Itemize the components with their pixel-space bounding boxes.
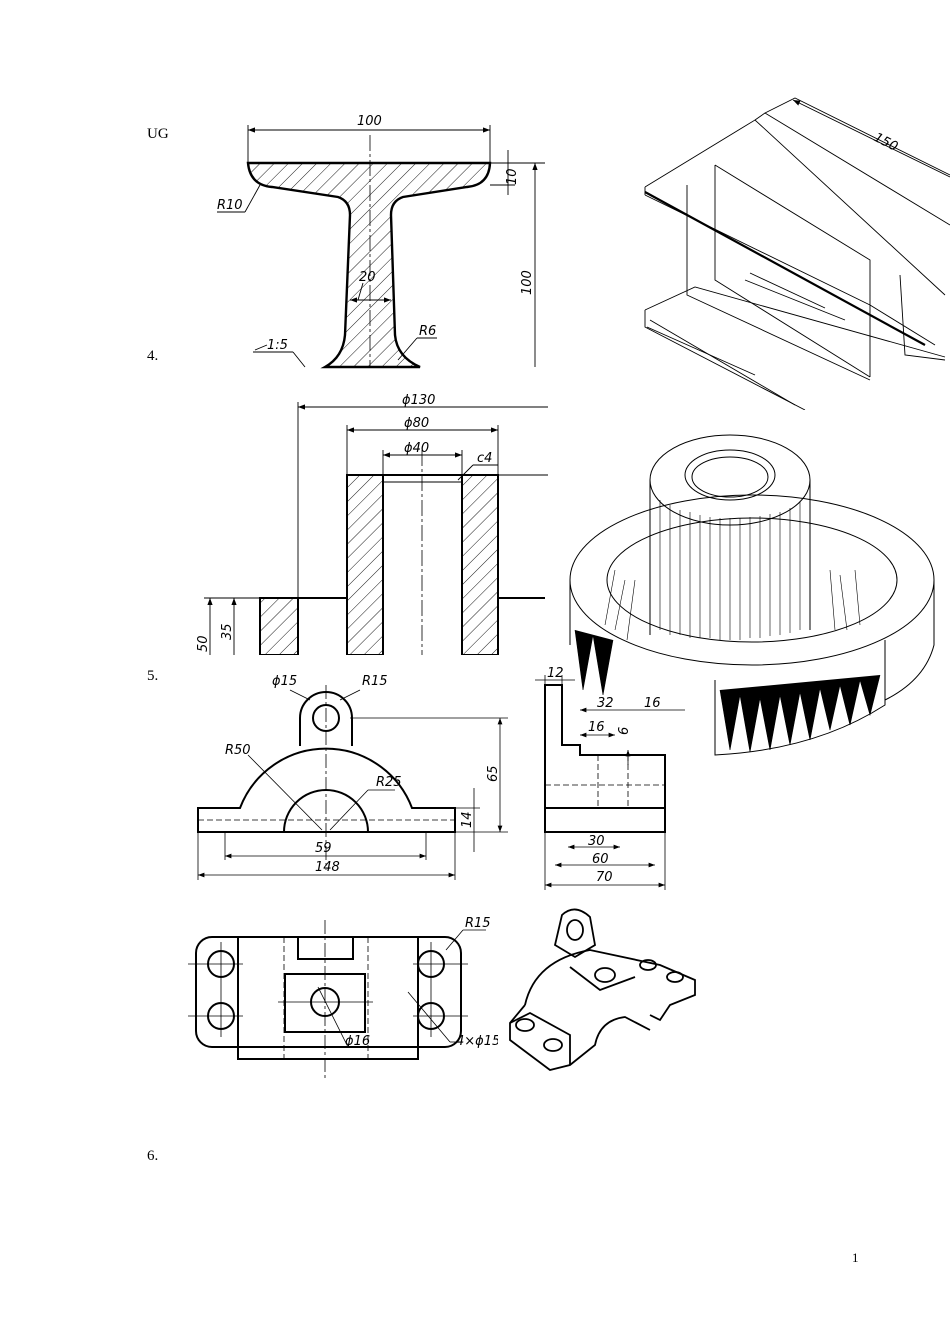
dim-inner: ϕ40 <box>404 441 429 456</box>
plan-radius-label: R15 <box>465 916 491 931</box>
dim-height: 100 <box>520 270 535 295</box>
dim-height-65: 65 <box>486 765 501 782</box>
arch-inner-label: R25 <box>376 775 402 790</box>
dim-overall: 148 <box>315 860 340 875</box>
arch-outer-label: R50 <box>225 743 251 758</box>
side-dim-16a: 16 <box>644 696 661 711</box>
bracket-side-view: 12 32 16 16 6 30 60 70 <box>535 666 685 890</box>
plan-hole-label: ϕ16 <box>345 1034 370 1049</box>
top-hole-label: ϕ15 <box>272 674 297 689</box>
side-dim-6: 6 <box>617 727 632 735</box>
side-dim-30: 30 <box>588 834 605 849</box>
page-number: 1 <box>852 1250 859 1265</box>
side-dim-70: 70 <box>596 870 613 885</box>
tube-section-drawing: ϕ130 ϕ80 ϕ40 c4 50 35 <box>196 393 548 655</box>
dim-h1: 50 <box>196 635 211 652</box>
t-beam-drawing: 100 100 10 20 R10 R6 1:5 <box>217 114 545 369</box>
question-4-number: 4. <box>147 348 159 364</box>
dim-outer: ϕ130 <box>402 393 435 408</box>
plan-holes-label: 4×ϕ15 <box>456 1034 498 1049</box>
tube-3d-view <box>569 434 935 756</box>
top-radius-label: R15 <box>362 674 388 689</box>
side-dim-60: 60 <box>592 852 609 867</box>
dim-web: 20 <box>359 270 376 285</box>
fillet-top-label: R10 <box>217 198 243 213</box>
side-dim-16b: 16 <box>588 720 605 735</box>
bracket-front-view: ϕ15 R15 R50 R25 59 148 65 14 <box>197 674 508 880</box>
dim-width: 100 <box>357 114 382 129</box>
slope-label: 1:5 <box>267 338 288 353</box>
bracket-3d-view <box>509 908 696 1071</box>
fillet-bottom-label: R6 <box>419 324 436 339</box>
chamfer-label: c4 <box>477 451 492 466</box>
dim-base-thick: 14 <box>460 811 475 828</box>
question-6-number: 6. <box>147 1148 159 1164</box>
t-beam-3d-view: 150 <box>644 97 950 410</box>
question-5-number: 5. <box>147 668 159 684</box>
side-dim-32: 32 <box>597 696 614 711</box>
dim-h2: 35 <box>220 623 235 640</box>
dim-center-span: 59 <box>315 841 332 856</box>
dim-flange: 10 <box>505 168 520 185</box>
header-label: UG <box>147 126 169 142</box>
dim-mid: ϕ80 <box>404 416 429 431</box>
dim-length-3d: 150 <box>871 130 900 155</box>
bracket-plan-view: R15 ϕ16 4×ϕ15 <box>188 916 498 1080</box>
side-dim-12: 12 <box>547 666 564 681</box>
